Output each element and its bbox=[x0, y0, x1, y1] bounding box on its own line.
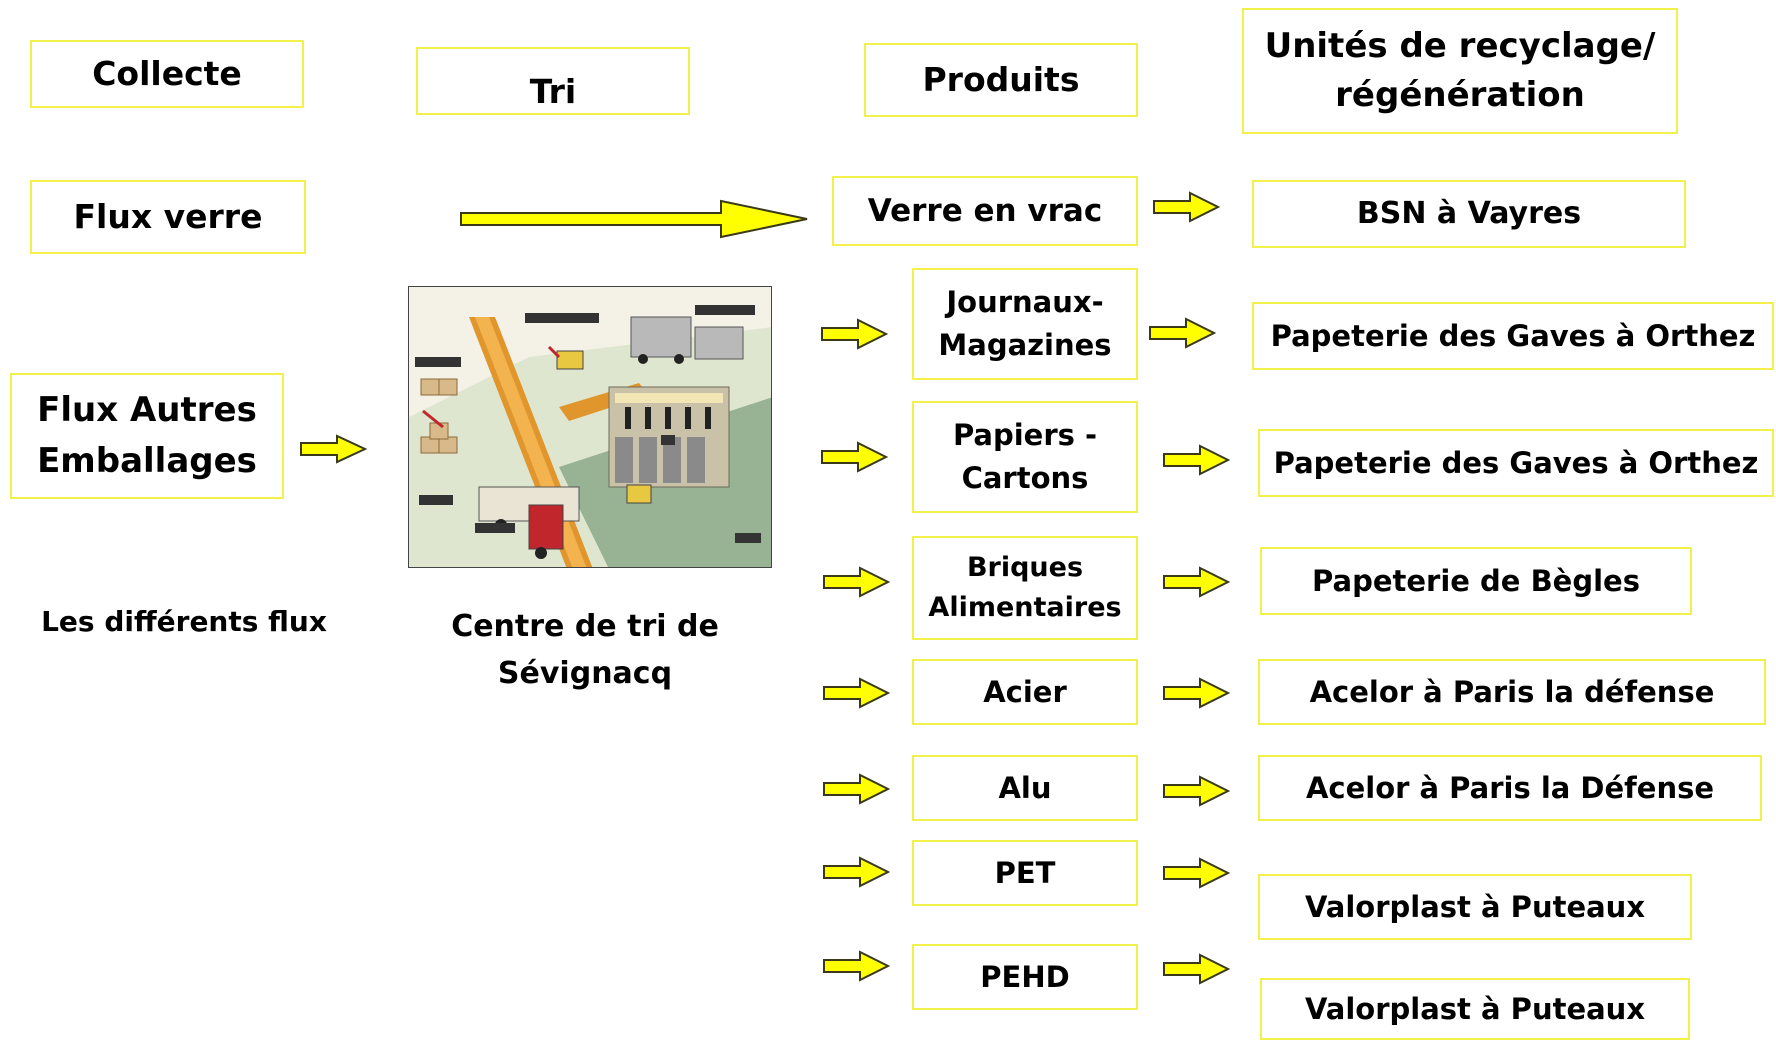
header-produits: Produits bbox=[864, 43, 1138, 117]
product-label: Verre en vrac bbox=[867, 192, 1103, 229]
arrow-to-papiers bbox=[821, 441, 889, 473]
unit-label: BSN à Vayres bbox=[1356, 196, 1582, 232]
source-flux-verre-label: Flux verre bbox=[73, 197, 263, 237]
arrow-flux-autres bbox=[300, 434, 368, 464]
unit-acelor-1: Acelor à Paris la défense bbox=[1258, 659, 1766, 725]
arrow-to-unit-bsn bbox=[1153, 191, 1221, 223]
unit-valorplast-2: Valorplast à Puteaux bbox=[1260, 978, 1690, 1040]
arrow-to-acier bbox=[823, 677, 891, 709]
header-collecte: Collecte bbox=[30, 40, 304, 108]
product-label: PEHD bbox=[980, 959, 1070, 994]
header-unites-label: Unités de recyclage/ régénération bbox=[1264, 25, 1656, 115]
header-tri: Tri bbox=[416, 47, 690, 115]
product-label: PET bbox=[994, 855, 1056, 890]
unit-bsn-vayres: BSN à Vayres bbox=[1252, 180, 1686, 248]
unit-papeterie-gaves-1: Papeterie des Gaves à Orthez bbox=[1252, 302, 1774, 370]
arrow-to-briques bbox=[823, 566, 891, 598]
product-briques-alimentaires: Briques Alimentaires bbox=[912, 536, 1138, 640]
arrow-to-unit-gaves-2 bbox=[1163, 444, 1231, 476]
unit-label: Papeterie des Gaves à Orthez bbox=[1273, 445, 1759, 480]
unit-label: Valorplast à Puteaux bbox=[1304, 991, 1646, 1026]
product-pet: PET bbox=[912, 840, 1138, 906]
unit-papeterie-gaves-2: Papeterie des Gaves à Orthez bbox=[1258, 429, 1774, 497]
arrow-to-pet bbox=[823, 856, 891, 888]
arrow-to-unit-acelor-1 bbox=[1163, 677, 1231, 709]
header-collecte-label: Collecte bbox=[92, 54, 242, 94]
source-flux-verre: Flux verre bbox=[30, 180, 306, 254]
sources-caption: Les différents flux bbox=[41, 605, 327, 638]
header-produits-label: Produits bbox=[922, 60, 1080, 100]
product-acier: Acier bbox=[912, 659, 1138, 725]
product-papiers-cartons: Papiers - Cartons bbox=[912, 401, 1138, 513]
arrow-to-journaux bbox=[821, 318, 889, 350]
unit-acelor-2: Acelor à Paris la Défense bbox=[1258, 755, 1762, 821]
arrow-to-unit-valorplast-2 bbox=[1163, 953, 1231, 985]
header-unites: Unités de recyclage/ régénération bbox=[1242, 8, 1678, 134]
unit-label: Papeterie de Bègles bbox=[1312, 563, 1640, 598]
product-pehd: PEHD bbox=[912, 944, 1138, 1010]
arrow-to-unit-acelor-2 bbox=[1163, 775, 1231, 807]
unit-valorplast-1: Valorplast à Puteaux bbox=[1258, 874, 1692, 940]
product-label: Acier bbox=[983, 674, 1067, 709]
source-flux-autres: Flux Autres Emballages bbox=[10, 373, 284, 499]
header-tri-label: Tri bbox=[529, 72, 577, 112]
product-alu: Alu bbox=[912, 755, 1138, 821]
product-journaux-magazines: Journaux-Magazines bbox=[912, 268, 1138, 380]
product-verre-en-vrac: Verre en vrac bbox=[832, 176, 1138, 246]
unit-label: Acelor à Paris la défense bbox=[1309, 674, 1715, 709]
product-label: Alu bbox=[998, 770, 1052, 805]
unit-label: Acelor à Paris la Défense bbox=[1305, 770, 1715, 805]
product-label: Briques Alimentaires bbox=[928, 551, 1122, 624]
product-label: Journaux-Magazines bbox=[938, 284, 1112, 363]
source-flux-autres-label: Flux Autres Emballages bbox=[37, 390, 257, 481]
unit-papeterie-begles: Papeterie de Bègles bbox=[1260, 547, 1692, 615]
unit-label: Valorplast à Puteaux bbox=[1304, 889, 1646, 924]
arrow-to-alu bbox=[823, 773, 891, 805]
sorting-center-illustration bbox=[408, 286, 772, 568]
tri-caption: Centre de tri de Sévignacq bbox=[451, 609, 719, 691]
unit-label: Papeterie des Gaves à Orthez bbox=[1270, 318, 1756, 353]
product-label: Papiers - Cartons bbox=[952, 417, 1098, 496]
arrow-to-unit-valorplast-1 bbox=[1163, 857, 1231, 889]
arrow-to-unit-gaves-1 bbox=[1149, 317, 1217, 349]
long-arrow-flux-verre bbox=[460, 199, 808, 239]
arrow-to-pehd bbox=[823, 950, 891, 982]
arrow-to-unit-begles bbox=[1163, 566, 1231, 598]
